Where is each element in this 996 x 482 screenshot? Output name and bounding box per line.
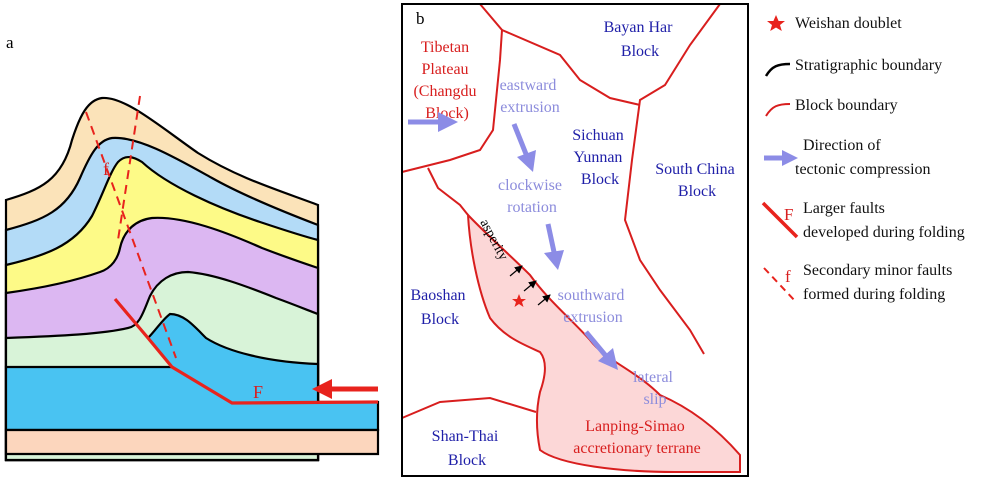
label-southward-extrusion: southward extrusion (558, 287, 629, 326)
legend-strat-icon (764, 62, 791, 77)
panel-b-frame (401, 3, 749, 477)
layer-base (4, 428, 380, 456)
minor-fault-f-2 (117, 95, 141, 241)
panel-b: b Bayan Har Block Tibetan Plateau (Chang… (401, 3, 749, 477)
arrow-clockwise-icon (511, 123, 536, 172)
fault-label-f: f (103, 159, 109, 179)
legend-block-icon (765, 103, 791, 117)
arrow-eastward-icon (408, 112, 458, 132)
legend-major-fault-label: Larger faults developed during folding (803, 200, 965, 241)
legend: Weishan doublet Stratigraphic boundary B… (761, 15, 965, 303)
label-lateral-slip: lateral slip (633, 369, 677, 408)
legend-minor-fault-symbol: f (785, 267, 791, 286)
label-lanping-simao: Lanping-Simao accretionary terrane (573, 418, 700, 457)
legend-strat-label: Stratigraphic boundary (795, 57, 942, 74)
panel-b-label: b (416, 9, 425, 28)
label-baoshan: Baoshan Block (410, 287, 469, 328)
arrow-southward-icon (544, 223, 564, 270)
legend-major-fault-icon (761, 201, 799, 239)
label-clockwise-rotation: clockwise rotation (498, 177, 566, 216)
lanping-simao-terrane (466, 212, 741, 473)
label-bayan-har: Bayan Har Block (604, 19, 677, 60)
label-eastward-extrusion: eastward extrusion (500, 77, 561, 116)
label-shan-thai: Shan-Thai Block (432, 428, 503, 469)
legend-star-icon (767, 15, 785, 31)
legend-arrow-label: Direction of tectonic compression (795, 137, 931, 178)
label-south-china: South China Block (655, 161, 739, 200)
arrow-lateral-icon (584, 330, 618, 370)
layer-blue (4, 312, 380, 432)
legend-block-label: Block boundary (795, 97, 898, 114)
weishan-doublet-star-icon (512, 294, 526, 307)
asperity-arrows-icon (509, 265, 551, 306)
fault-label-F: F (253, 382, 263, 402)
label-tibetan-plateau: Tibetan Plateau (Changdu Block) (413, 39, 480, 122)
minor-fault-f-1 (85, 111, 177, 359)
compression-arrow-icon (312, 379, 378, 399)
panel-a-label: a (6, 33, 14, 52)
legend-arrow-icon (764, 150, 798, 166)
label-sichuan-yunnan: Sichuan Yunnan Block (572, 127, 628, 188)
legend-major-fault-symbol: F (784, 205, 793, 224)
block-boundaries (401, 3, 721, 419)
major-fault-F (113, 297, 379, 405)
legend-star-label: Weishan doublet (795, 15, 902, 32)
legend-minor-fault-label: Secondary minor faults formed during fol… (803, 262, 956, 303)
legend-minor-fault-icon (763, 267, 797, 303)
panel-a: a F f (4, 33, 380, 462)
